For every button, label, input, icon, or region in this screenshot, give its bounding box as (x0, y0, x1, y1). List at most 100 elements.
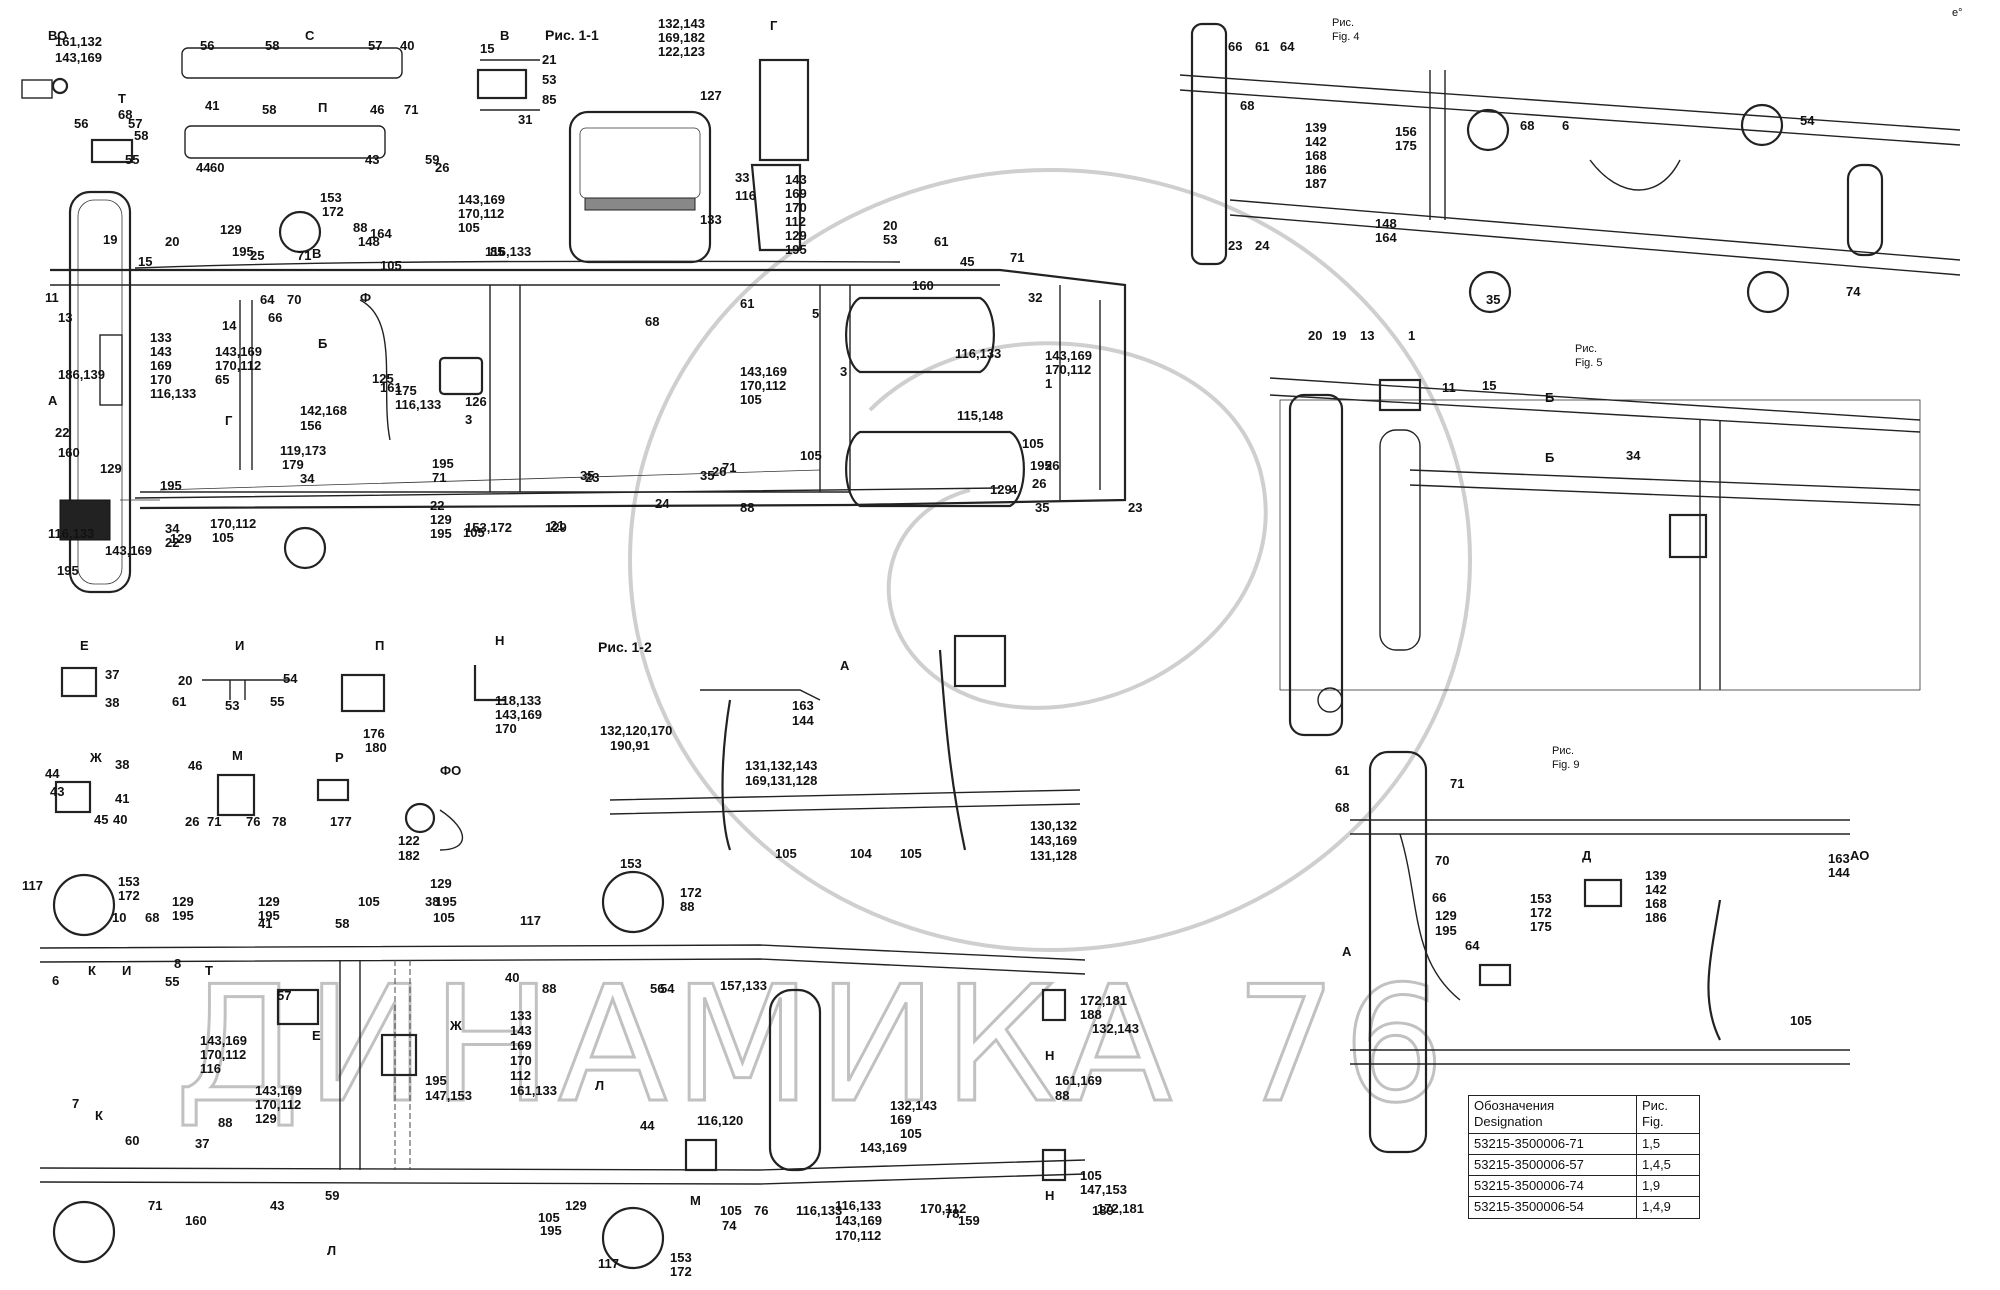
callout-label: 170,112 (740, 378, 786, 393)
view-letter: Ж (449, 1018, 462, 1033)
callout-label: 163 (1828, 851, 1850, 866)
callout-label: 122,123 (658, 44, 705, 59)
callout-label: 53 (542, 72, 556, 87)
row-designation: 53215-3500006-54 (1468, 1196, 1637, 1219)
callout-label: 3 (465, 412, 472, 427)
callout-label: 117 (22, 878, 43, 893)
callout-label: 68 (1520, 118, 1534, 133)
view-letter: Б (1545, 450, 1554, 465)
callout-label: 116,133 (485, 244, 531, 259)
callout-label: 88 (740, 500, 754, 515)
callout-label: 153 (670, 1250, 692, 1265)
callout-label: 20 (178, 673, 192, 688)
callout-label: 104 (850, 846, 872, 861)
callout-label: 11 (45, 290, 59, 305)
row-designation: 53215-3500006-71 (1468, 1132, 1637, 1155)
callout-label: 143,169 (1030, 833, 1077, 848)
callout-label: 46 (370, 102, 384, 117)
view-letter: Т (118, 91, 126, 106)
callout-label: 23 (1228, 238, 1242, 253)
callout-label: 20 (1308, 328, 1322, 343)
callout-label: 71 (722, 460, 736, 475)
caption-fig5-en: Fig. 5 (1575, 357, 1603, 369)
callout-label: 116,133 (955, 346, 1001, 361)
watermark-text: ДИНАМИКА 76 (175, 951, 1451, 1138)
callout-label: 143 (785, 172, 807, 187)
callout-label: 74 (1846, 284, 1861, 299)
callout-label: 170,112 (1045, 362, 1091, 377)
callout-label: 153 (620, 856, 642, 871)
callout-label: 44 (45, 766, 60, 781)
callout-label: 129 (785, 228, 807, 243)
callout-label: 85 (542, 92, 556, 107)
callout-label: 43 (270, 1198, 284, 1213)
callout-label: 179 (282, 457, 304, 472)
callout-label: 131,128 (1030, 848, 1077, 863)
callout-label: 133 (700, 212, 722, 227)
callout-label: 143,169 (55, 50, 102, 65)
callout-label: 64 (260, 292, 275, 307)
callout-label: 170,112 (835, 1228, 881, 1243)
callout-label: 1 (1408, 328, 1415, 343)
receiver-3b (845, 430, 1025, 508)
callout-label: 66 (268, 310, 282, 325)
callout-label: 105 (358, 894, 380, 909)
callout-label: 68 (1240, 98, 1254, 113)
callout-label: 142 (1305, 134, 1327, 149)
corner-mark: е° (1952, 7, 1963, 19)
callout-label: 60 (125, 1133, 139, 1148)
callout-label: 172 (670, 1264, 692, 1279)
callout-label: 148 (358, 234, 380, 249)
callout-label: 88 (1055, 1088, 1069, 1103)
callout-label: 169 (785, 186, 807, 201)
small-detail-views (54, 665, 505, 851)
callout-label: 188 (1080, 1007, 1102, 1022)
view-letter: Ф (360, 290, 371, 305)
callout-label: 139 (1645, 868, 1667, 883)
callout-label: 88 (680, 899, 694, 914)
callout-label: 10 (112, 910, 126, 925)
callout-label: 153,172 (465, 520, 512, 535)
callout-label: 132,143 (658, 16, 705, 31)
callout-label: 186 (1645, 910, 1667, 925)
callout-label: 170 (510, 1053, 532, 1068)
callout-label: 41 (205, 98, 219, 113)
callout-label: 24 (655, 496, 670, 511)
callout-label: 172,181 (1097, 1201, 1144, 1216)
view-letter: П (318, 100, 327, 115)
view-letter: Н (1045, 1188, 1054, 1203)
callout-label: 161 (380, 380, 402, 395)
callout-label: 119,173 (280, 443, 326, 458)
callout-label: 43 (50, 784, 64, 799)
callout-label: 195 (57, 563, 79, 578)
callout-label: 38 (115, 757, 129, 772)
callout-label: 186,139 (58, 367, 105, 382)
callout-label: 122 (398, 833, 420, 848)
callout-label: 65 (215, 372, 229, 387)
callout-label: 105 (1790, 1013, 1812, 1028)
callout-label: 156 (1395, 124, 1417, 139)
callout-label: 34 (300, 471, 315, 486)
callout-label: 170,112 (458, 206, 504, 221)
callout-label: 129 (430, 512, 452, 527)
callout-label: 26 (1032, 476, 1046, 491)
callout-label: 34 (165, 521, 180, 536)
callout-label: 169 (890, 1112, 912, 1127)
callout-label: 170,112 (200, 1047, 246, 1062)
fig4 (1179, 22, 1961, 314)
callout-label: 105 (740, 392, 762, 407)
callout-label: 54 (660, 981, 675, 996)
callout-label: 40 (400, 38, 414, 53)
callout-label: 46 (188, 758, 202, 773)
callout-label: 26 (712, 464, 726, 479)
callout-label: 169,182 (658, 30, 705, 45)
row-designation: 53215-3500006-74 (1468, 1174, 1637, 1198)
callout-label: 195 (435, 894, 457, 909)
row-fig: 1,4,5 (1636, 1153, 1700, 1177)
callout-label: 105 (1080, 1168, 1102, 1183)
callout-label: 147,153 (425, 1088, 472, 1103)
rear-receiver (768, 988, 822, 1172)
callout-label: 26 (435, 160, 449, 175)
view-letter: К (95, 1108, 103, 1123)
